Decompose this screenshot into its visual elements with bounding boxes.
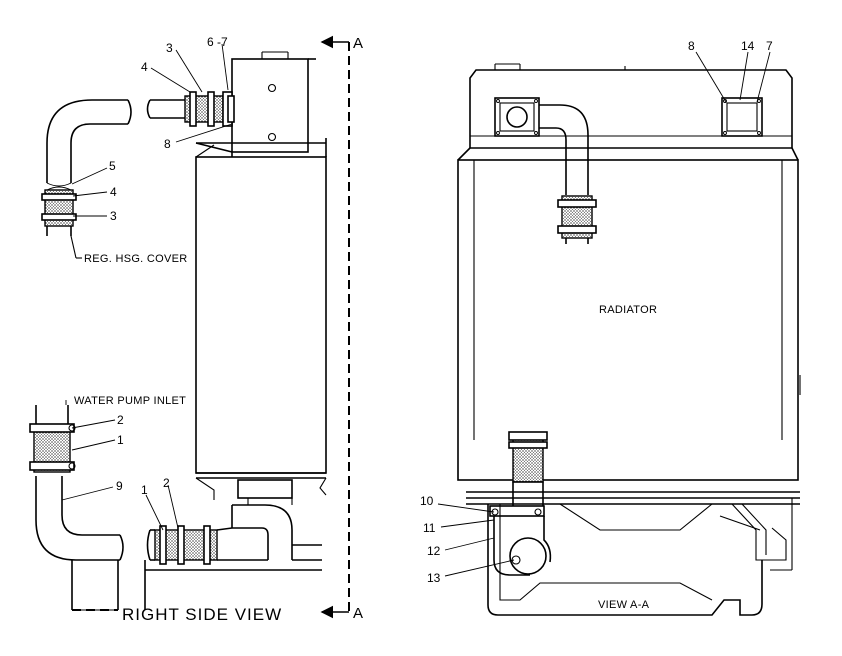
label-3-top: 3 <box>166 41 173 55</box>
label-7-aa: 7 <box>766 39 773 53</box>
section-line-a: A A <box>320 35 363 622</box>
label-4-top: 4 <box>141 60 148 74</box>
label-6-7: 6 -7 <box>207 35 228 49</box>
reg-hsg-cover-callout: REG. HSG. COVER <box>84 253 188 265</box>
label-1-bottom: 1 <box>141 483 148 497</box>
water-pump-inlet-callout: WATER PUMP INLET <box>74 395 186 407</box>
upper-hose-assembly <box>146 91 235 127</box>
right-side-view-caption: RIGHT SIDE VIEW <box>122 605 282 624</box>
lower-outlet-pipe <box>144 498 322 610</box>
frame-base: VIEW A-A <box>466 491 800 616</box>
caption-bracket <box>71 600 118 611</box>
label-2-bottom: 2 <box>163 476 170 490</box>
section-marker-bottom: A <box>353 605 363 622</box>
label-4-mid: 4 <box>110 185 117 199</box>
right-side-view: A A RIGHT SIDE VIEW 3 4 <box>29 35 363 624</box>
label-2-top: 2 <box>117 413 124 427</box>
water-pump-hose <box>29 405 124 611</box>
right-flange-cover <box>721 97 763 137</box>
label-3-mid: 3 <box>110 209 117 223</box>
label-14-aa: 14 <box>741 39 755 53</box>
label-11-aa: 11 <box>423 521 436 535</box>
view-a-a: RADIATOR <box>420 39 801 616</box>
left-inlet-elbow <box>494 97 597 244</box>
label-12-aa: 12 <box>427 544 441 558</box>
section-marker-top: A <box>353 35 363 52</box>
label-1-top: 1 <box>117 433 124 447</box>
label-13-aa: 13 <box>427 571 441 585</box>
leader-lines-aa <box>437 51 771 577</box>
label-5: 5 <box>109 159 116 173</box>
radiator-side <box>195 138 327 500</box>
radiator-core-front: RADIATOR <box>457 147 801 481</box>
elbow-hose <box>41 99 132 259</box>
label-8-left: 8 <box>164 137 171 151</box>
leader-lines-right <box>61 43 233 531</box>
label-10-aa: 10 <box>420 494 434 508</box>
view-a-a-caption: VIEW A-A <box>598 599 650 611</box>
radiator-label: RADIATOR <box>599 304 657 316</box>
label-9: 9 <box>116 479 123 493</box>
label-8-aa: 8 <box>688 39 695 53</box>
regulator-housing <box>231 51 316 153</box>
